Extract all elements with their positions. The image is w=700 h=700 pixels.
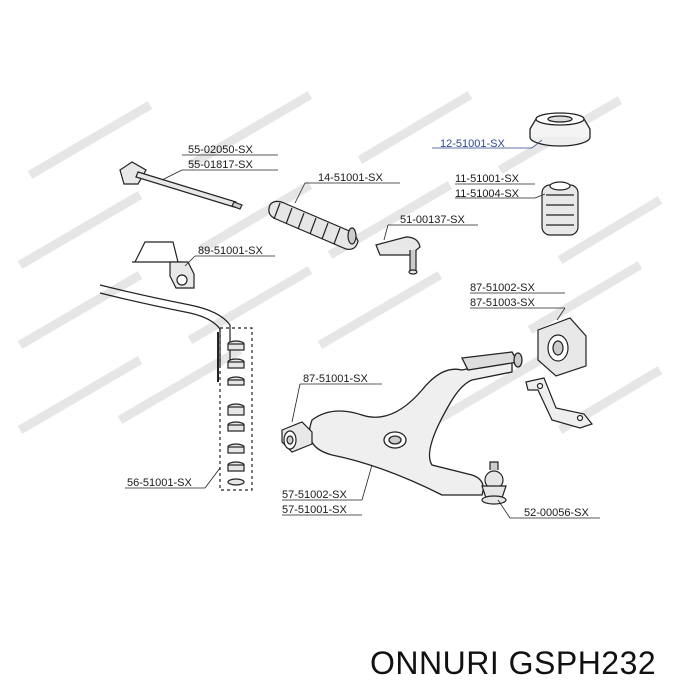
part-label: 57-51002-SX bbox=[282, 489, 347, 501]
part-label: 87-51001-SX bbox=[303, 373, 368, 385]
part-label: 89-51001-SX bbox=[198, 245, 263, 257]
stabilizer-link-kit bbox=[219, 327, 253, 491]
part-label: 14-51001-SX bbox=[318, 172, 383, 184]
product-caption: ONNURI GSPH232 bbox=[370, 645, 657, 681]
leader-lines bbox=[125, 139, 600, 519]
part-label: 11-51004-SX bbox=[455, 188, 520, 200]
stabilizer-bar bbox=[99, 284, 231, 382]
part-label: 51-00137-SX bbox=[400, 214, 465, 226]
arm-rear-bushing bbox=[537, 317, 587, 377]
part-label-highlighted: 12-51001-SX bbox=[440, 138, 505, 150]
part-label: 55-01817-SX bbox=[188, 159, 253, 171]
steering-boot bbox=[268, 200, 359, 250]
tie-rod-end bbox=[375, 236, 421, 275]
part-label: 57-51001-SX bbox=[282, 504, 347, 516]
inner-tie-rod bbox=[119, 161, 243, 210]
ball-joint bbox=[481, 461, 507, 505]
stabilizer-bushing bbox=[132, 241, 195, 289]
part-label: 87-51002-SX bbox=[470, 282, 535, 294]
strut-mount bbox=[529, 112, 591, 147]
part-label: 55-02050-SX bbox=[188, 144, 253, 156]
part-label: 11-51001-SX bbox=[455, 173, 520, 185]
part-label: 87-51003-SX bbox=[470, 297, 535, 309]
part-label: 56-51001-SX bbox=[127, 477, 192, 489]
shock-boot bbox=[541, 181, 579, 236]
part-label: 52-00056-SX bbox=[524, 507, 589, 519]
arm-front-bushing bbox=[281, 421, 313, 453]
bushing-bracket bbox=[525, 377, 594, 429]
lower-control-arm bbox=[308, 351, 523, 496]
